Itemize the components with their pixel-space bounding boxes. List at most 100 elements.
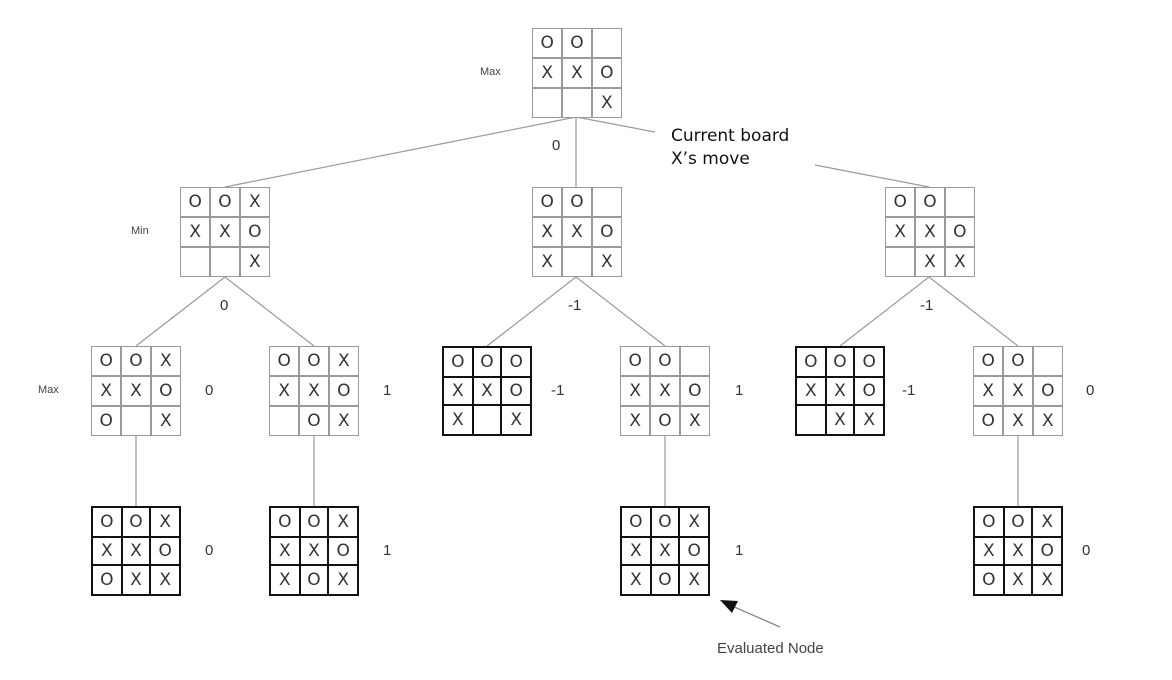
board-cell-3-3: X bbox=[328, 565, 357, 594]
board-cell-2-1: X bbox=[270, 376, 300, 406]
board-cell-3-3: X bbox=[591, 87, 621, 117]
board-cell-2-3: O bbox=[944, 217, 974, 247]
board-cell-2-2: X bbox=[1003, 536, 1033, 566]
board-cell-1-2: O bbox=[825, 348, 855, 377]
board-cell-3-1: X bbox=[621, 405, 651, 435]
board-cell-3-2 bbox=[562, 246, 592, 276]
board-cell-1-3: O bbox=[854, 348, 883, 377]
board-cell-3-1 bbox=[270, 405, 300, 435]
board-cell-3-2: X bbox=[825, 405, 855, 434]
board-cell-1-1: O bbox=[92, 347, 122, 377]
board-cell-2-1: X bbox=[533, 58, 563, 88]
board-cell-1-2: O bbox=[121, 508, 151, 537]
board-cell-3-3: X bbox=[150, 405, 180, 435]
board-cell-3-3: X bbox=[501, 405, 530, 434]
board-cell-3-1: X bbox=[271, 565, 300, 594]
board-cell-2-2: X bbox=[825, 376, 855, 406]
board-cell-1-1: O bbox=[444, 348, 473, 377]
board-cell-1-1: O bbox=[886, 188, 916, 218]
board-cell-2-1: X bbox=[93, 536, 122, 566]
level-label-max-root: Max bbox=[480, 66, 501, 78]
board-cell-3-2: X bbox=[1003, 565, 1033, 594]
board-cell-1-2: O bbox=[562, 188, 592, 218]
edge-n1c-n2e bbox=[839, 276, 930, 347]
board-cell-3-1 bbox=[886, 246, 916, 276]
board-cell-1-2: O bbox=[1003, 347, 1033, 377]
board-cell-2-1: X bbox=[975, 536, 1004, 566]
board-cell-3-3: X bbox=[591, 246, 621, 276]
board-cell-2-3: O bbox=[1032, 376, 1062, 406]
board-cell-1-2: O bbox=[299, 508, 329, 537]
board-cell-3-2: X bbox=[121, 565, 151, 594]
board-cell-3-3: X bbox=[854, 405, 883, 434]
board-cell-1-3: X bbox=[328, 347, 358, 377]
board-cell-2-3: O bbox=[591, 217, 621, 247]
edge-n1c-n2f bbox=[928, 276, 1019, 347]
board-cell-3-2: O bbox=[299, 565, 329, 594]
board-cell-1-1: O bbox=[797, 348, 826, 377]
board-cell-3-3: X bbox=[150, 565, 179, 594]
board-cell-1-2: O bbox=[472, 348, 502, 377]
edge-n1a-n2b bbox=[224, 276, 315, 347]
annotation-line-1: Current board bbox=[671, 126, 790, 146]
board-cell-2-3: O bbox=[328, 536, 357, 566]
board-cell-2-2: X bbox=[210, 217, 240, 247]
board-cell-1-3: X bbox=[239, 188, 269, 218]
board-cell-2-1: X bbox=[621, 376, 651, 406]
edge-n1b-n2d bbox=[575, 276, 666, 347]
board-cell-1-3 bbox=[591, 29, 621, 59]
board-cell-2-2: X bbox=[650, 536, 680, 566]
board-cell-1-3: X bbox=[328, 508, 357, 537]
board-cell-1-2: O bbox=[299, 347, 329, 377]
edge-root-n1c-part1 bbox=[575, 116, 656, 133]
board-cell-1-3: X bbox=[679, 508, 708, 537]
board-cell-3-3: X bbox=[679, 405, 709, 435]
edge-root-n1a bbox=[224, 116, 577, 188]
board-cell-2-2: X bbox=[299, 376, 329, 406]
board-cell-1-2: O bbox=[915, 188, 945, 218]
value-leaf-4: 0 bbox=[1082, 542, 1091, 559]
board-cell-3-2: X bbox=[915, 246, 945, 276]
board-cell-1-3: X bbox=[150, 508, 179, 537]
board-cell-1-2: O bbox=[121, 347, 151, 377]
board-cell-2-3: O bbox=[679, 376, 709, 406]
board-cell-3-3: X bbox=[1032, 405, 1062, 435]
level-label-max: Max bbox=[38, 384, 59, 396]
board-cell-2-1: X bbox=[886, 217, 916, 247]
evaluated-node-label: Evaluated Node bbox=[717, 640, 824, 657]
value-max-5: -1 bbox=[902, 382, 916, 399]
board-cell-3-1: O bbox=[975, 565, 1004, 594]
board-cell-1-3 bbox=[944, 188, 974, 218]
value-max-4: 1 bbox=[735, 382, 744, 399]
board-cell-1-3: X bbox=[1032, 508, 1061, 537]
edge-n1a-n2a bbox=[135, 276, 226, 347]
board-cell-1-2: O bbox=[650, 347, 680, 377]
value-min-left: 0 bbox=[220, 297, 229, 314]
board-cell-2-1: X bbox=[444, 376, 473, 406]
edge-root-n1c-part2 bbox=[814, 164, 930, 188]
board-cell-3-2 bbox=[121, 405, 151, 435]
value-leaf-evaluated: 1 bbox=[735, 542, 744, 559]
annotation-line-2: X’s move bbox=[671, 149, 750, 169]
board-cell-3-2: O bbox=[650, 565, 680, 594]
board-cell-2-2: X bbox=[562, 217, 592, 247]
board-cell-2-2: X bbox=[650, 376, 680, 406]
board-cell-3-3: X bbox=[944, 246, 974, 276]
board-cell-1-3: O bbox=[501, 348, 530, 377]
board-cell-2-3: O bbox=[679, 536, 708, 566]
board-cell-3-1: O bbox=[93, 565, 122, 594]
board-cell-1-1: O bbox=[181, 188, 211, 218]
board-cell-1-1: O bbox=[271, 508, 300, 537]
evaluated-arrow-shaft bbox=[731, 605, 781, 628]
